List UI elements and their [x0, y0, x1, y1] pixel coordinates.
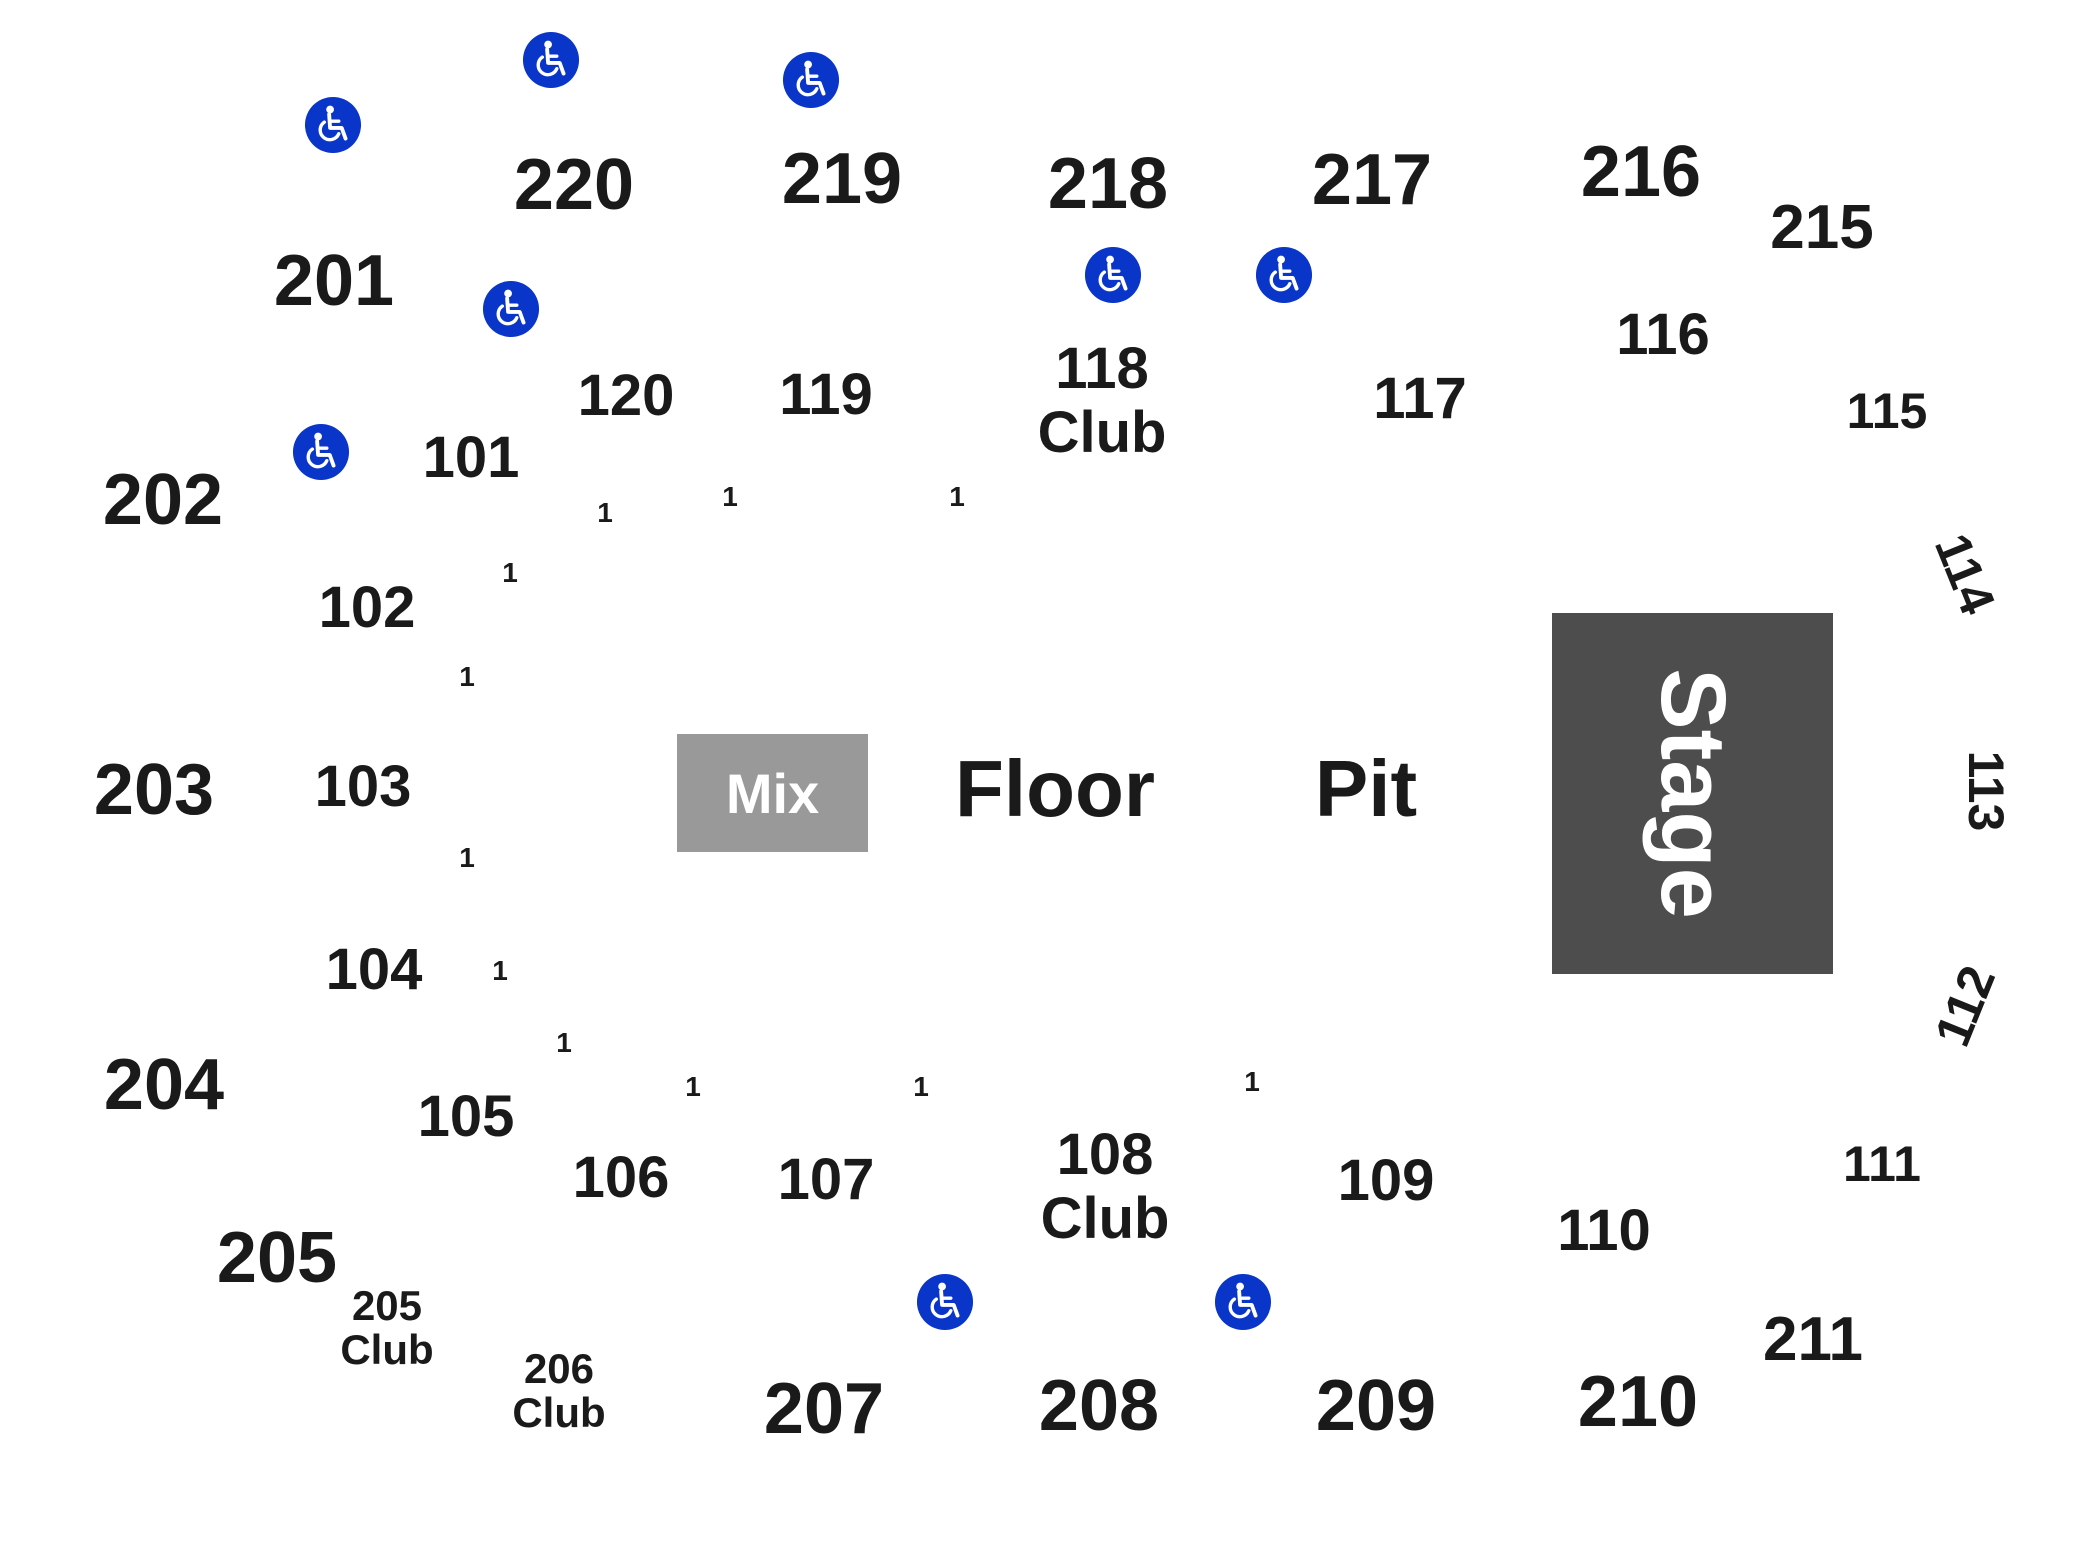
- row-marker: 1: [597, 497, 613, 528]
- wheelchair-icon: [304, 96, 362, 154]
- section-206-club-word: Club: [512, 1389, 606, 1436]
- section-204[interactable]: 204: [103, 1045, 225, 1125]
- section-109[interactable]: 109: [1337, 1148, 1435, 1213]
- section-114[interactable]: 114: [1923, 526, 2007, 622]
- wheelchair-icon: [522, 31, 580, 89]
- section-206-club-number: 206: [523, 1344, 595, 1392]
- section-108-number: 108: [1056, 1122, 1154, 1188]
- wheelchair-icon: [1084, 246, 1142, 304]
- row-marker: 1: [949, 481, 965, 512]
- section-218[interactable]: 218: [1047, 144, 1169, 224]
- wheelchair-icon: [292, 423, 350, 481]
- row-marker: 1: [556, 1027, 572, 1058]
- section-211[interactable]: 211: [1762, 1305, 1864, 1374]
- section-103[interactable]: 103: [314, 754, 412, 819]
- section-108-club[interactable]: 108 Club: [1041, 1123, 1170, 1251]
- stage-label: Stage: [1642, 668, 1744, 919]
- stage[interactable]: Stage: [1552, 613, 1833, 974]
- row-marker: 1: [722, 481, 738, 512]
- wheelchair-icon: [1255, 246, 1313, 304]
- section-118-number: 118: [1055, 336, 1149, 402]
- section-219[interactable]: 219: [781, 139, 903, 219]
- wheelchair-icon: [782, 51, 840, 109]
- section-108-club-word: Club: [1040, 1186, 1170, 1251]
- section-210[interactable]: 210: [1577, 1362, 1699, 1442]
- section-105[interactable]: 105: [417, 1084, 515, 1149]
- section-220[interactable]: 220: [513, 145, 635, 225]
- section-205[interactable]: 205: [216, 1218, 338, 1298]
- section-107[interactable]: 107: [777, 1147, 875, 1212]
- section-205-club-number: 205: [351, 1281, 423, 1329]
- mix-label: Mix: [725, 761, 820, 825]
- section-208[interactable]: 208: [1038, 1366, 1160, 1446]
- row-marker: 1: [913, 1071, 929, 1102]
- section-216[interactable]: 216: [1580, 132, 1702, 212]
- section-110[interactable]: 110: [1557, 1198, 1651, 1263]
- section-113[interactable]: 113: [1958, 750, 2014, 832]
- section-102[interactable]: 102: [318, 575, 416, 640]
- section-215[interactable]: 215: [1770, 193, 1874, 262]
- wheelchair-icon: [482, 280, 540, 338]
- wheelchair-icon: [916, 1273, 974, 1331]
- section-209[interactable]: 209: [1315, 1366, 1437, 1446]
- section-202[interactable]: 202: [102, 460, 224, 540]
- section-106[interactable]: 106: [572, 1145, 670, 1210]
- section-112[interactable]: 112: [1923, 958, 2007, 1054]
- section-217[interactable]: 217: [1311, 140, 1433, 220]
- section-205-club-word: Club: [340, 1326, 434, 1373]
- pit-label[interactable]: Pit: [1314, 744, 1418, 833]
- row-marker: 1: [459, 661, 475, 692]
- section-116[interactable]: 116: [1616, 302, 1710, 367]
- section-206-club[interactable]: 206 Club: [512, 1344, 606, 1436]
- section-118-club[interactable]: 118 Club: [1038, 337, 1167, 465]
- section-101[interactable]: 101: [422, 425, 520, 490]
- section-119[interactable]: 119: [779, 362, 873, 427]
- mix-position: Mix: [677, 734, 868, 852]
- section-205-club[interactable]: 205 Club: [340, 1281, 434, 1373]
- row-marker: 1: [685, 1071, 701, 1102]
- section-201[interactable]: 201: [273, 241, 395, 321]
- section-118-club-word: Club: [1037, 400, 1167, 465]
- row-marker: 1: [459, 842, 475, 873]
- row-marker: 1: [1244, 1066, 1260, 1097]
- section-117[interactable]: 117: [1373, 366, 1467, 431]
- section-115[interactable]: 115: [1846, 383, 1928, 439]
- section-104[interactable]: 104: [325, 937, 423, 1002]
- wheelchair-icon: [1214, 1273, 1272, 1331]
- row-marker: 1: [492, 955, 508, 986]
- section-120[interactable]: 120: [577, 363, 675, 428]
- section-207[interactable]: 207: [763, 1369, 885, 1449]
- section-203[interactable]: 203: [93, 750, 215, 830]
- row-marker: 1: [502, 557, 518, 588]
- floor-label[interactable]: Floor: [955, 744, 1155, 833]
- section-111[interactable]: 111: [1843, 1136, 1921, 1192]
